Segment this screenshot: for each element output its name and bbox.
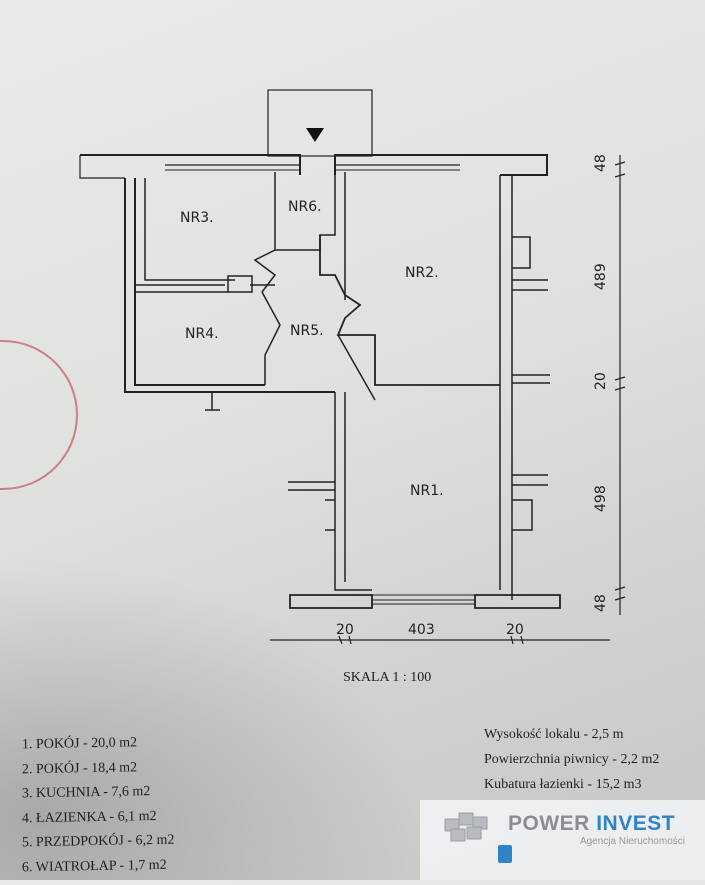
room-label-nr6: NR6.	[288, 199, 322, 215]
room-list: 1. POKÓJ - 20,0 m2 2. POKÓJ - 18,4 m2 3.…	[21, 732, 175, 880]
photo-shadow	[0, 560, 420, 880]
room-list-item: 3. KUCHNIA - 7,6 m2	[21, 784, 151, 802]
wall-top	[80, 154, 548, 176]
dim-v-4: 498	[593, 485, 609, 512]
room-label-nr5: NR5.	[290, 323, 324, 339]
entrance-arrow-icon	[306, 128, 324, 142]
dim-v-5: 48	[593, 594, 609, 612]
dim-h-2: 403	[408, 622, 435, 638]
dim-h-1: 20	[336, 622, 354, 638]
brand-subtitle: Agencja Nieruchomości	[579, 836, 685, 847]
dim-v-3: 20	[593, 372, 609, 390]
room-list-item: 2. POKÓJ - 18,4 m2	[21, 759, 138, 777]
wall-left	[124, 178, 335, 393]
room-list-item: 6. WIATROŁAP - 1,7 m2	[21, 857, 167, 876]
power-invest-watermark: POWER INVEST Agencja Nieruchomości	[420, 800, 705, 880]
property-item: Kubatura łazienki - 15,2 m3	[484, 777, 642, 792]
property-item: Wysokość lokalu - 2,5 m	[484, 727, 624, 742]
cubes-logo-icon	[444, 812, 512, 863]
property-list: Wysokość lokalu - 2,5 m Powierzchnia piw…	[484, 722, 694, 797]
room-label-nr4: NR4.	[185, 326, 219, 342]
balcony	[267, 89, 373, 157]
scale-label: SKALA 1 : 100	[343, 670, 432, 685]
room-list-item: 5. PRZEDPOKÓJ - 6,2 m2	[21, 833, 175, 851]
dim-v-2: 489	[593, 263, 609, 290]
room-label-nr1: NR1.	[410, 483, 444, 499]
room-label-nr2: NR2.	[405, 265, 439, 281]
property-item: Powierzchnia piwnicy - 2,2 m2	[484, 752, 660, 767]
brand-name: POWER INVEST	[508, 812, 676, 835]
room-list-item: 4. ŁAZIENKA - 6,1 m2	[21, 808, 157, 827]
room-list-item: 1. POKÓJ - 20,0 m2	[21, 735, 138, 753]
dim-h-3: 20	[506, 622, 524, 638]
room-label-nr3: NR3.	[180, 210, 214, 226]
dim-v-1: 48	[593, 154, 609, 172]
